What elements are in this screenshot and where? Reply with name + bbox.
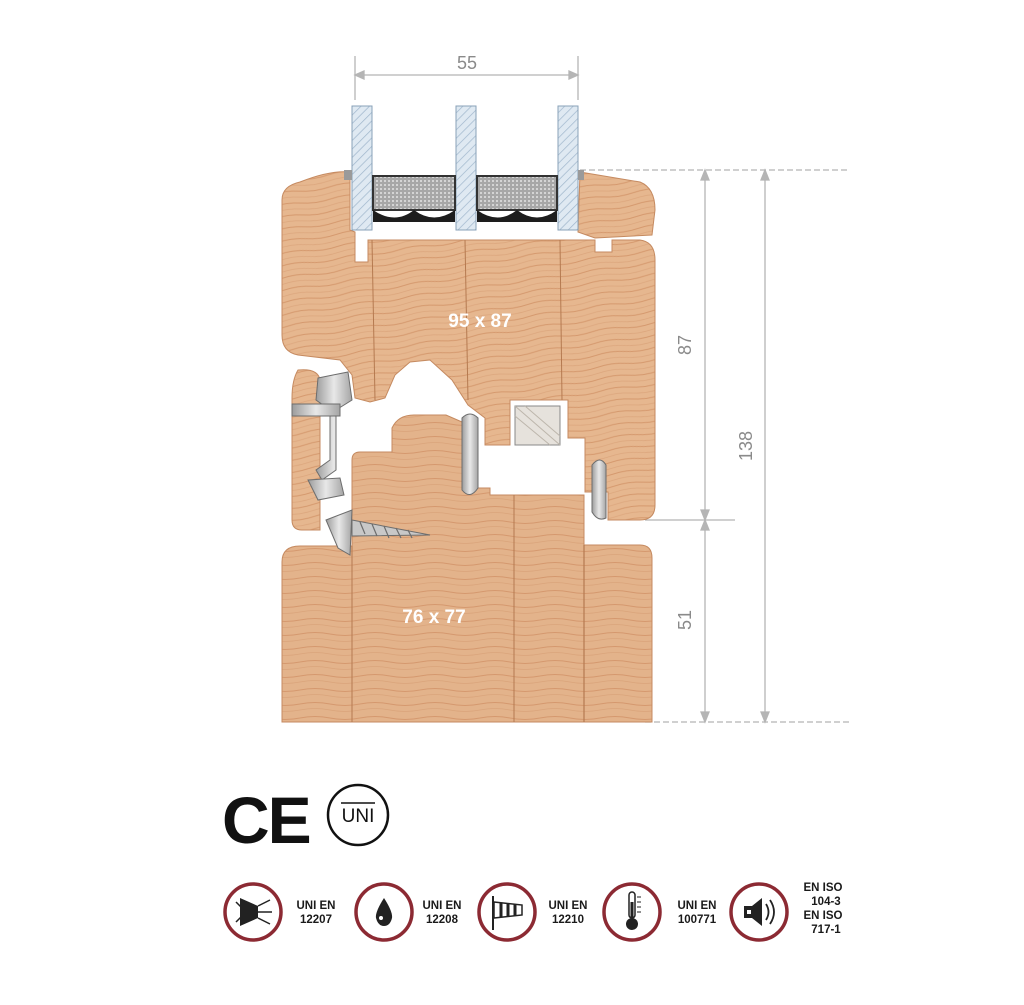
water-drop-icon [354, 882, 414, 942]
standard-5-line-1: EN ISO [804, 882, 843, 894]
hardware [291, 371, 607, 556]
standard-3-line-1: UNI EN [549, 900, 588, 912]
frame-height-label: 51 [675, 610, 695, 630]
standard-2-line-2: 12208 [426, 914, 459, 926]
frame-profile [281, 414, 653, 723]
standard-4-line-1: UNI EN [678, 900, 717, 912]
standard-5-line-4: 717-1 [811, 924, 841, 936]
standard-3-line-2: 12210 [552, 914, 584, 926]
wind-sock-icon [477, 882, 537, 942]
standard-4-line-2: 100771 [678, 914, 717, 926]
air-permeability-icon [223, 882, 283, 942]
triple-glazing [344, 105, 584, 231]
sash-section-label: 95 x 87 [448, 311, 511, 332]
frame-section-label: 76 x 77 [402, 607, 465, 628]
thermometer-icon [602, 882, 662, 942]
dimension-lines [353, 56, 850, 724]
uni-mark: UNI [326, 783, 390, 847]
glass-width-label: 55 [457, 53, 477, 73]
standard-1-line-1: UNI EN [297, 900, 336, 912]
standard-5-line-3: EN ISO [804, 910, 843, 922]
standard-2-line-1: UNI EN [423, 900, 462, 912]
sash-height-label: 87 [675, 335, 695, 355]
standard-5-line-2: 104-3 [811, 896, 840, 908]
total-height-label: 138 [736, 431, 756, 461]
ce-mark-text: CE [222, 783, 310, 857]
standards-row: UNI EN 12207 UNI EN 12208 UNI EN 12210 U… [223, 882, 843, 942]
sound-icon [729, 882, 789, 942]
uni-mark-text: UNI [342, 806, 375, 827]
ce-mark: CE [222, 783, 312, 857]
standard-1-line-2: 12207 [300, 914, 332, 926]
